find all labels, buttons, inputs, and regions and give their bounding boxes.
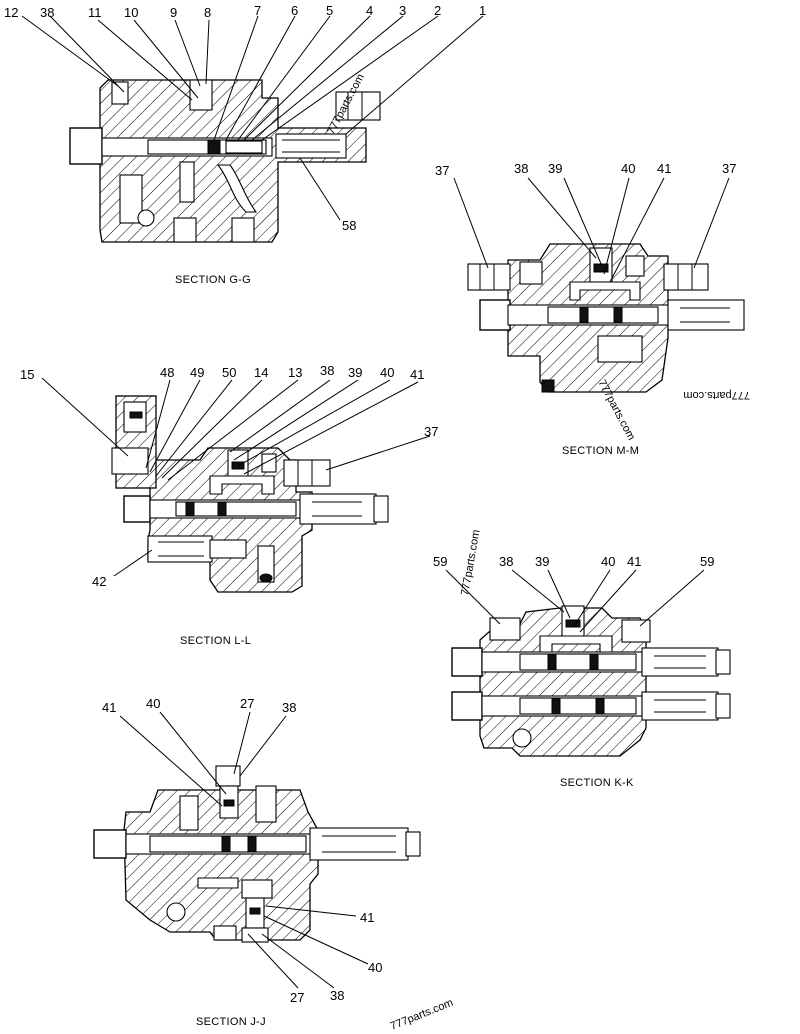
callout-37: 37 — [722, 161, 736, 176]
callout-10: 10 — [124, 5, 138, 20]
callout-1: 1 — [479, 3, 486, 18]
valve-body-g-g — [69, 79, 381, 243]
callout-41: 41 — [627, 554, 641, 569]
callout-42: 42 — [92, 574, 106, 589]
section-caption-g-g: SECTION G-G — [175, 274, 251, 286]
callout-3: 3 — [399, 3, 406, 18]
callout-37: 37 — [424, 424, 438, 439]
section-j-j: 41 40 27 38 41 40 27 38 SECTION J-J — [93, 696, 421, 1028]
callout-8: 8 — [204, 5, 211, 20]
callout-50: 50 — [222, 365, 236, 380]
watermark: 777parts.com — [683, 389, 750, 401]
section-caption-k-k: SECTION K-K — [560, 777, 634, 789]
callout-41: 41 — [410, 367, 424, 382]
callout-39: 39 — [548, 161, 562, 176]
callout-41: 41 — [360, 910, 374, 925]
callout-38: 38 — [499, 554, 513, 569]
callout-15: 15 — [20, 367, 34, 382]
callout-38: 38 — [282, 700, 296, 715]
callout-12: 12 — [4, 5, 18, 20]
section-k-k: 59 38 39 40 41 59 777parts.com SECTION K… — [433, 529, 731, 789]
valve-body-m-m — [467, 243, 745, 393]
callout-leaders-m-m — [453, 177, 730, 283]
section-l-l: 15 48 49 50 14 13 38 39 40 41 37 42 SECT… — [20, 363, 438, 647]
valve-body-k-k — [451, 605, 731, 757]
section-g-g: 12 38 11 10 9 8 7 6 5 4 3 2 1 58 777part… — [4, 3, 486, 286]
callout-37: 37 — [435, 163, 449, 178]
callout-59: 59 — [433, 554, 447, 569]
callout-40: 40 — [146, 696, 160, 711]
callout-38: 38 — [40, 5, 54, 20]
section-m-m: 37 38 39 40 41 37 777parts.com SECTION M… — [435, 161, 750, 457]
callout-41: 41 — [657, 161, 671, 176]
callout-38: 38 — [330, 988, 344, 1003]
callout-59: 59 — [700, 554, 714, 569]
callout-40: 40 — [601, 554, 615, 569]
callout-40: 40 — [380, 365, 394, 380]
section-caption-l-l: SECTION L-L — [180, 635, 251, 647]
callout-numbers-g-g: 12 38 11 10 9 8 7 6 5 4 3 2 1 58 — [4, 3, 486, 233]
callout-11: 11 — [88, 5, 102, 20]
callout-leaders-l-l — [41, 377, 431, 577]
callout-40: 40 — [621, 161, 635, 176]
callout-numbers-l-l: 15 48 49 50 14 13 38 39 40 41 37 42 — [20, 363, 438, 589]
valve-body-l-l — [111, 395, 389, 593]
valve-body-j-j — [93, 765, 421, 943]
callout-2: 2 — [434, 3, 441, 18]
callout-leaders-k-k — [445, 569, 705, 633]
section-caption-j-j: SECTION J-J — [196, 1016, 266, 1028]
callout-9: 9 — [170, 5, 177, 20]
section-caption-m-m: SECTION M-M — [562, 445, 639, 457]
watermark: 777parts.com — [459, 529, 482, 597]
callout-49: 49 — [190, 365, 204, 380]
callout-27: 27 — [290, 990, 304, 1005]
callout-14: 14 — [254, 365, 268, 380]
callout-6: 6 — [291, 3, 298, 18]
callout-39: 39 — [535, 554, 549, 569]
callout-numbers-k-k: 59 38 39 40 41 59 — [433, 554, 714, 569]
watermark: 777parts.com — [389, 997, 455, 1033]
callout-7: 7 — [254, 3, 261, 18]
callout-58: 58 — [342, 218, 356, 233]
callout-41: 41 — [102, 700, 116, 715]
callout-leaders-g-g — [21, 15, 484, 221]
callout-13: 13 — [288, 365, 302, 380]
callout-leaders-j-j — [119, 711, 369, 989]
callout-39: 39 — [348, 365, 362, 380]
callout-4: 4 — [366, 3, 373, 18]
callout-5: 5 — [326, 3, 333, 18]
callout-38: 38 — [514, 161, 528, 176]
callout-48: 48 — [160, 365, 174, 380]
callout-numbers-m-m: 37 38 39 40 41 37 — [435, 161, 736, 178]
callout-40: 40 — [368, 960, 382, 975]
callout-numbers-j-j: 41 40 27 38 41 40 27 38 — [102, 696, 382, 1005]
callout-38: 38 — [320, 363, 334, 378]
callout-27: 27 — [240, 696, 254, 711]
